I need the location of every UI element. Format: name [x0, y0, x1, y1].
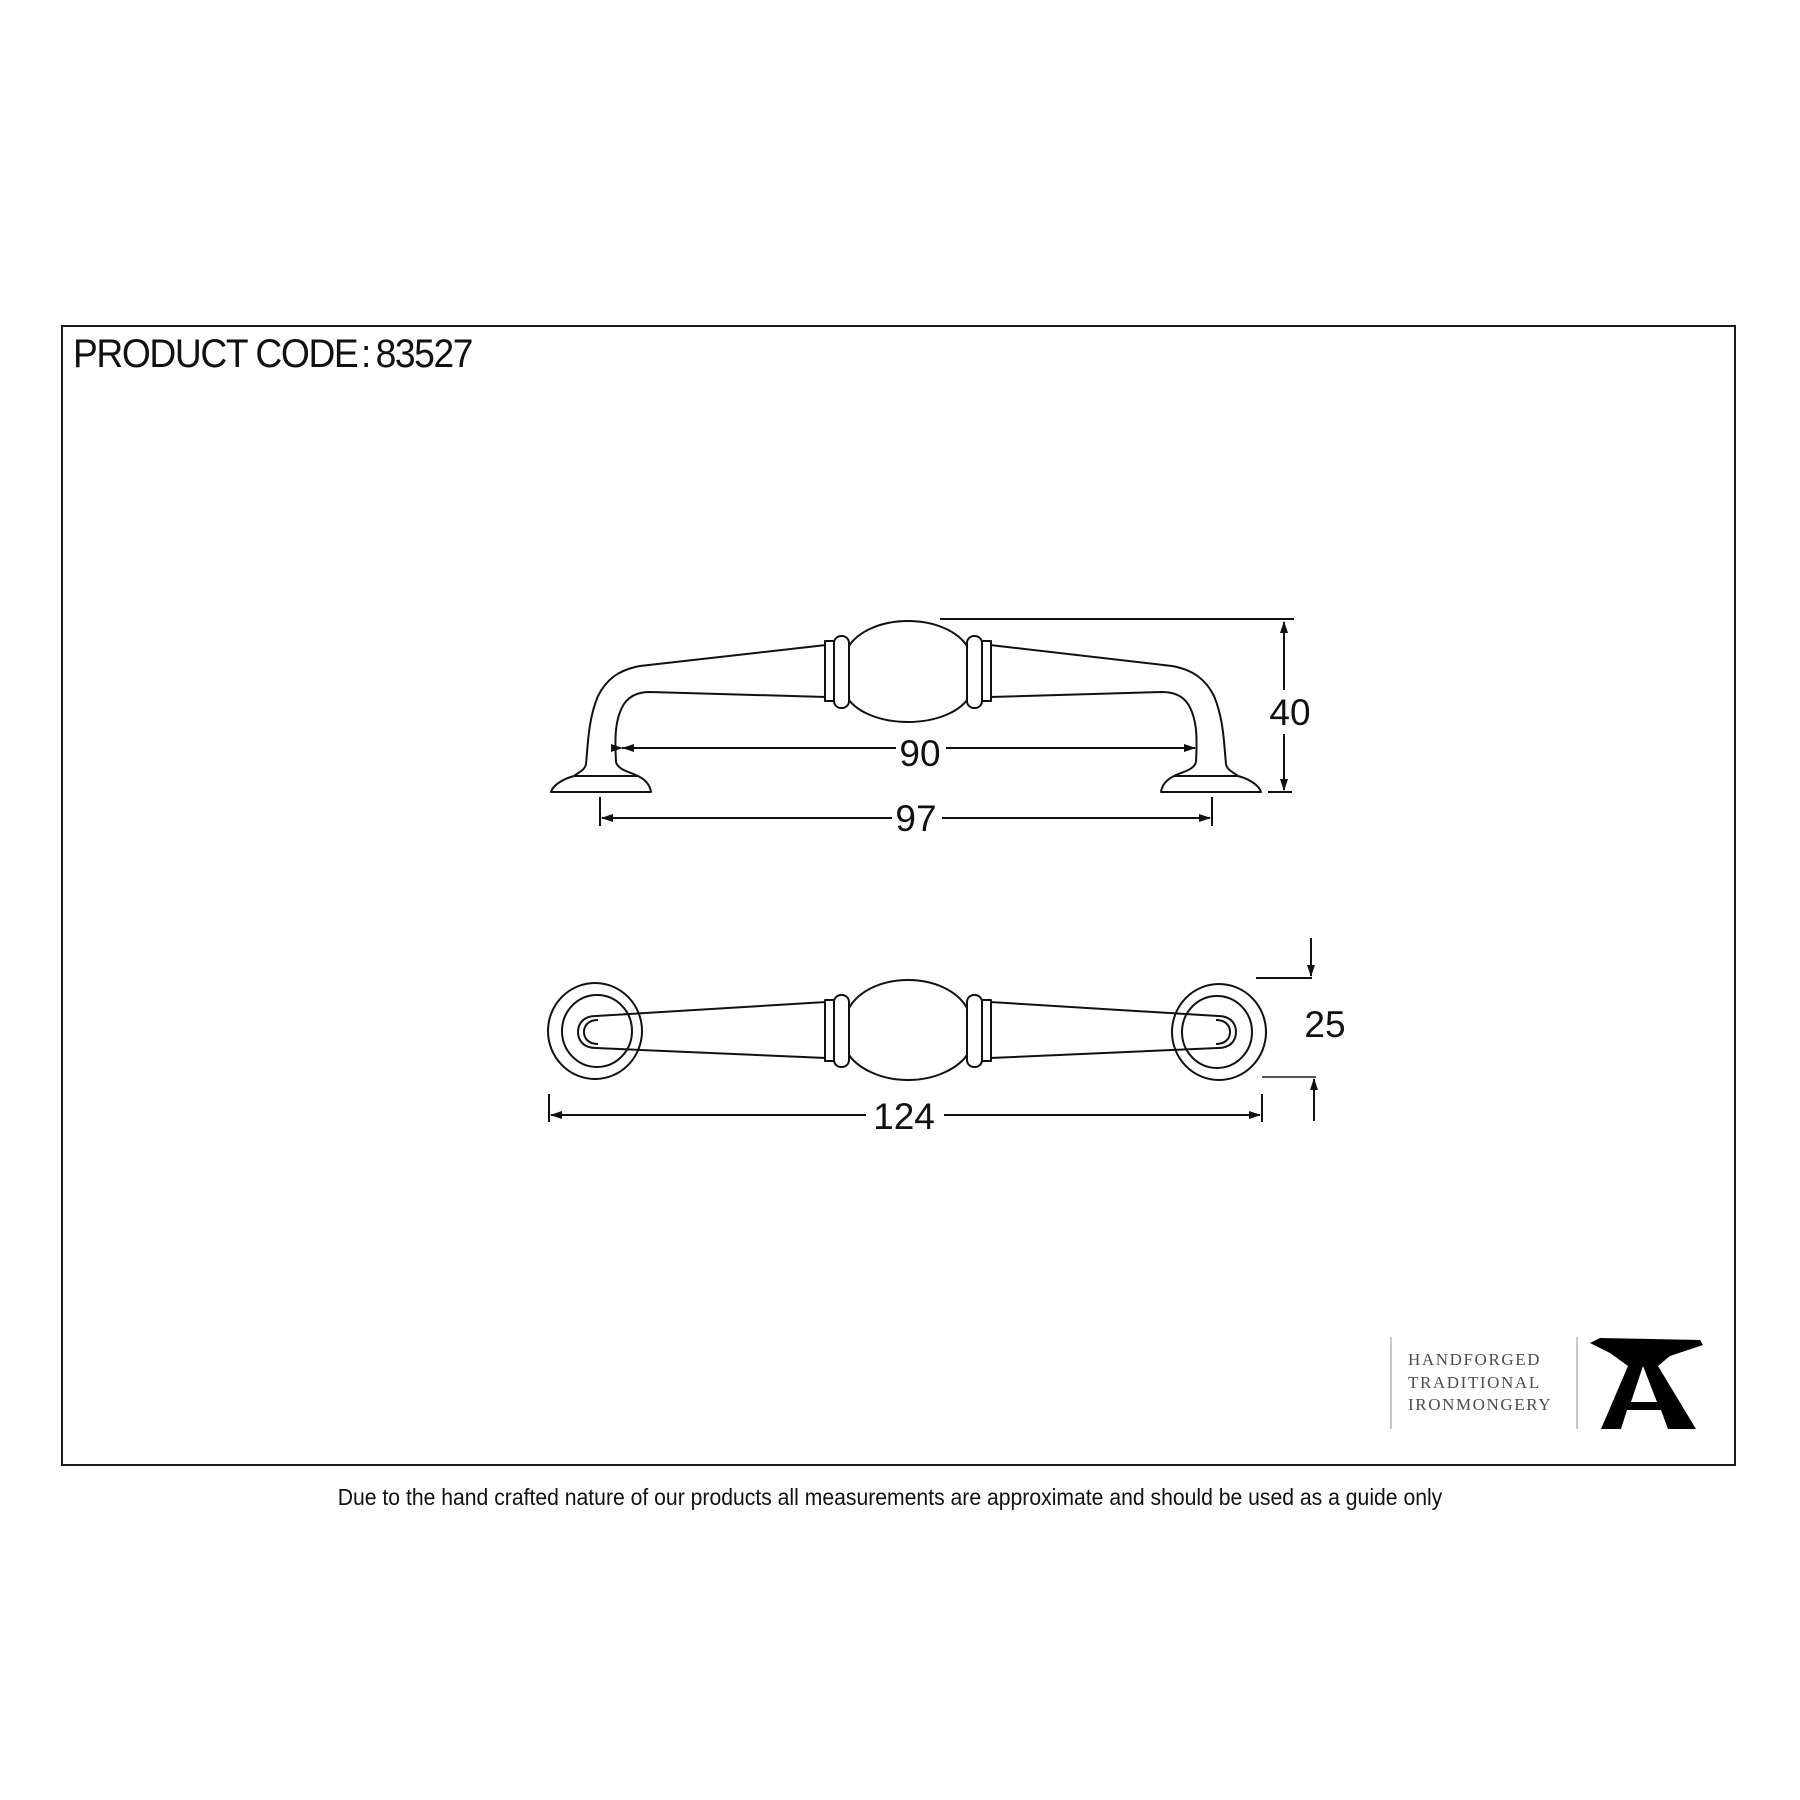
dimension-124-label: 124	[873, 1096, 935, 1137]
dimension-90-label: 90	[899, 733, 940, 774]
logo-line-2: TRADITIONAL	[1408, 1372, 1541, 1392]
dimension-97-label: 97	[895, 798, 936, 839]
product-code-separator: :	[361, 332, 371, 376]
dimension-25-label: 25	[1304, 1004, 1345, 1045]
right-foot	[1160, 775, 1262, 793]
logo-line-1: HANDFORGED	[1408, 1350, 1542, 1369]
product-code-heading: PRODUCT CODE:83527	[73, 332, 474, 377]
drawing-frame	[61, 325, 1736, 1466]
measurement-disclaimer: Due to the hand crafted nature of our pr…	[337, 1484, 1443, 1510]
logo-divider-right	[1576, 1337, 1578, 1429]
left-foot	[550, 775, 652, 793]
top-view	[547, 938, 1318, 1122]
logo-tagline: HANDFORGED TRADITIONAL IRONMONGERY	[1408, 1349, 1568, 1417]
product-code-value: 83527	[375, 332, 474, 376]
dimension-40-label: 40	[1269, 692, 1310, 733]
product-code-label: PRODUCT CODE	[73, 332, 359, 376]
anvil-icon	[1590, 1338, 1703, 1429]
side-view	[550, 618, 1294, 826]
logo-divider-left	[1390, 1337, 1392, 1429]
logo-line-3: IRONMONGERY	[1408, 1395, 1553, 1414]
